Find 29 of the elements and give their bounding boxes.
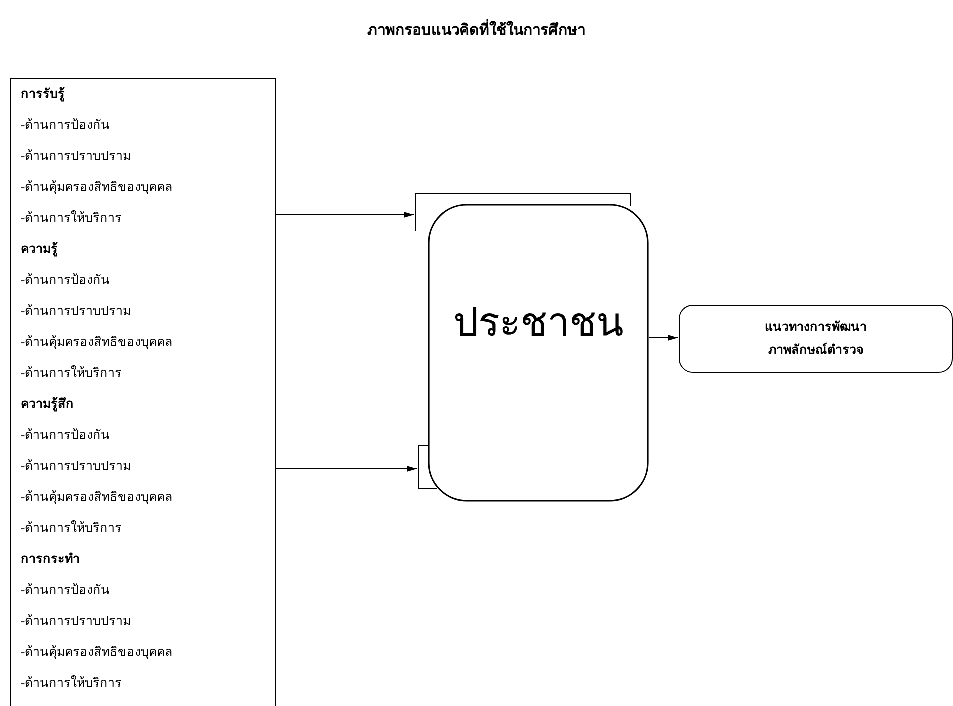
- list-heading: ความรู้: [21, 241, 59, 259]
- arrow: [276, 212, 414, 218]
- list-item: -ด้านการป้องกัน: [21, 427, 112, 444]
- list-item: -ด้านคุ้มครองสิทธิของบุคคล: [21, 179, 174, 196]
- list-item: -ด้านคุ้มครองสิทธิของบุคคล: [21, 489, 174, 506]
- list-item: -ด้านคุ้มครองสิทธิของบุคคล: [21, 334, 174, 352]
- title: ภาพกรอบแนวคิดที่ใช้ในการศึกษา: [0, 18, 953, 42]
- list-item: -ด้านการป้องกัน: [21, 582, 112, 599]
- list-item: -ด้านการป้องกัน: [21, 272, 112, 289]
- arrow: [648, 335, 678, 341]
- list-item: -ด้านการปราบปราม: [21, 458, 132, 475]
- list-box: [10, 78, 276, 706]
- outcome-box: [679, 305, 953, 373]
- list-item: -ด้านการให้บริการ: [21, 520, 124, 537]
- list-heading: ความรู้สึก: [21, 396, 75, 414]
- list-item: -ด้านการปราบปราม: [21, 148, 132, 165]
- list-heading: การกระทำ: [21, 551, 81, 568]
- list-item: -ด้านการป้องกัน: [21, 117, 112, 134]
- list-heading: การรับรู้: [21, 86, 66, 104]
- box-label: ประชาชน: [452, 299, 624, 348]
- list-item: -ด้านการปราบปราม: [21, 303, 132, 320]
- list-item: -ด้านการให้บริการ: [21, 674, 124, 692]
- arrow: [276, 466, 418, 472]
- list-item: -ด้านการปราบปราม: [21, 613, 132, 630]
- list-item: -ด้านคุ้มครองสิทธิของบุคคล: [21, 644, 174, 662]
- list-item: -ด้านการให้บริการ: [21, 364, 124, 382]
- rounded-box: [415, 193, 649, 502]
- list-item: -ด้านการให้บริการ: [21, 210, 124, 227]
- box-label: แนวทางการพัฒนาภาพลักษณ์ตำรวจ: [764, 319, 868, 359]
